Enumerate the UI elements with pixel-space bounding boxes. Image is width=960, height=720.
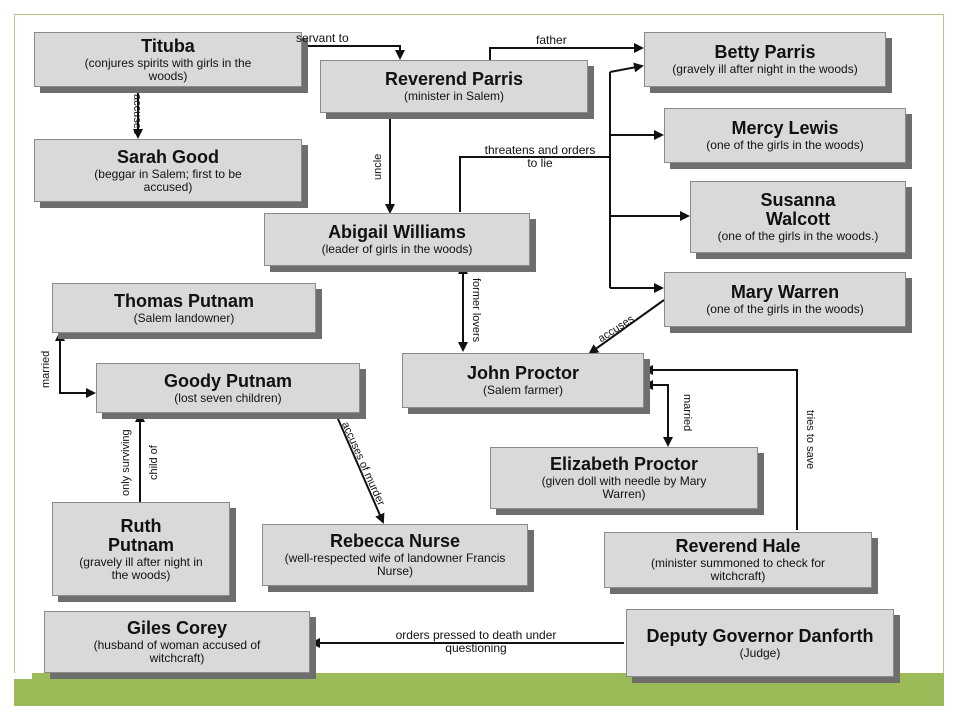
label-only-surviving: only surviving [120, 429, 132, 496]
node-goody-putnam: Goody Putnam (lost seven children) [96, 363, 360, 413]
node-title: Elizabeth Proctor [549, 454, 699, 474]
node-title: Ruth Putnam [107, 515, 174, 555]
node-desc: (conjures spirits with girls in the wood… [84, 55, 252, 83]
node-giles-corey: Giles Corey (husband of woman accused of… [44, 611, 310, 673]
node-sarah-good: Sarah Good (beggar in Salem; first to be… [34, 139, 302, 202]
node-mercy-lewis: Mercy Lewis (one of the girls in the woo… [664, 108, 906, 163]
label-married-proctor: married [681, 394, 693, 432]
edge-father [489, 43, 644, 64]
node-title: Reverend Parris [384, 69, 524, 89]
edge-mary-accuses [588, 299, 665, 355]
node-reverend-hale: Reverend Hale (minister summoned to chec… [604, 532, 872, 588]
node-title: Betty Parris [714, 42, 816, 62]
node-title: Deputy Governor Danforth [646, 625, 874, 646]
node-thomas-putnam: Thomas Putnam (Salem landowner) [52, 283, 316, 333]
node-title: Susanna Walcott [760, 190, 836, 229]
node-desc: (beggar in Salem; first to be accused) [94, 166, 242, 194]
node-desc: (gravely ill after night in the woods) [672, 62, 858, 76]
label-child-of: child of [148, 445, 160, 480]
node-john-proctor: John Proctor (Salem farmer) [402, 353, 644, 408]
node-desc: (minister summoned to check for witchcra… [650, 556, 826, 583]
node-deputy-governor-danforth: Deputy Governor Danforth (Judge) [626, 609, 894, 677]
node-desc: (lost seven children) [174, 390, 282, 405]
label-servant-to: servant to [296, 31, 349, 45]
edge-to-betty [609, 62, 644, 73]
footer-bar [14, 673, 944, 706]
label-uncle: uncle [372, 153, 384, 180]
node-desc: (one of the girls in the woods) [706, 302, 864, 316]
edge-married-putnam [59, 333, 96, 398]
node-desc: (well-respected wife of landowner Franci… [284, 551, 506, 578]
edge-tries-to-save [643, 365, 798, 530]
node-ruth-putnam: Ruth Putnam (gravely ill after night in … [52, 502, 230, 596]
label-tituba-accuses: accuses [131, 94, 143, 135]
node-desc: (Judge) [739, 645, 781, 660]
node-elizabeth-proctor: Elizabeth Proctor (given doll with needl… [490, 447, 758, 509]
node-susanna-walcott: Susanna Walcott (one of the girls in the… [690, 181, 906, 253]
node-mary-warren: Mary Warren (one of the girls in the woo… [664, 272, 906, 327]
node-desc: (Salem farmer) [482, 383, 563, 397]
node-title: Mary Warren [730, 282, 840, 302]
edge-servant-to [303, 45, 405, 60]
footer-notch [14, 673, 32, 679]
node-title: John Proctor [466, 363, 579, 383]
node-rebecca-nurse: Rebecca Nurse (well-respected wife of la… [262, 524, 528, 586]
node-desc: (husband of woman accused of witchcraft) [93, 638, 261, 665]
node-title: Thomas Putnam [113, 290, 255, 311]
node-betty-parris: Betty Parris (gravely ill after night in… [644, 32, 886, 87]
node-desc: (Salem landowner) [133, 310, 235, 325]
node-desc: (one of the girls in the woods) [706, 138, 864, 152]
node-reverend-parris: Reverend Parris (minister in Salem) [320, 60, 588, 113]
node-desc: (leader of girls in the woods) [321, 242, 473, 256]
label-married-putnam: married [40, 350, 52, 388]
label-threatens: threatens and orders to lie [484, 143, 596, 170]
node-title: Abigail Williams [328, 222, 466, 242]
node-abigail-williams: Abigail Williams (leader of girls in the… [264, 213, 530, 266]
node-title: Sarah Good [116, 146, 219, 167]
label-tries-to-save: tries to save [804, 410, 816, 470]
label-father: father [536, 33, 567, 47]
edge-threatens-trunk [459, 156, 610, 212]
label-former-lovers: former lovers [470, 278, 482, 343]
node-desc: (minister in Salem) [403, 89, 505, 103]
label-orders-pressed: orders pressed to death under questionin… [395, 628, 557, 655]
node-desc: (gravely ill after night in the woods) [79, 554, 203, 582]
node-tituba: Tituba (conjures spirits with girls in t… [34, 32, 302, 87]
edge-married-proctor [645, 384, 673, 447]
node-desc: (given doll with needle by Mary Warren) [541, 474, 707, 501]
node-title: Mercy Lewis [731, 118, 839, 138]
node-desc: (one of the girls in the woods.) [717, 229, 879, 243]
node-title: Reverend Hale [675, 536, 801, 556]
edge-accuses-murder [334, 411, 385, 524]
node-title: Giles Corey [126, 618, 228, 638]
node-title: Tituba [141, 35, 195, 56]
node-title: Rebecca Nurse [329, 531, 461, 551]
node-title: Goody Putnam [163, 370, 292, 391]
